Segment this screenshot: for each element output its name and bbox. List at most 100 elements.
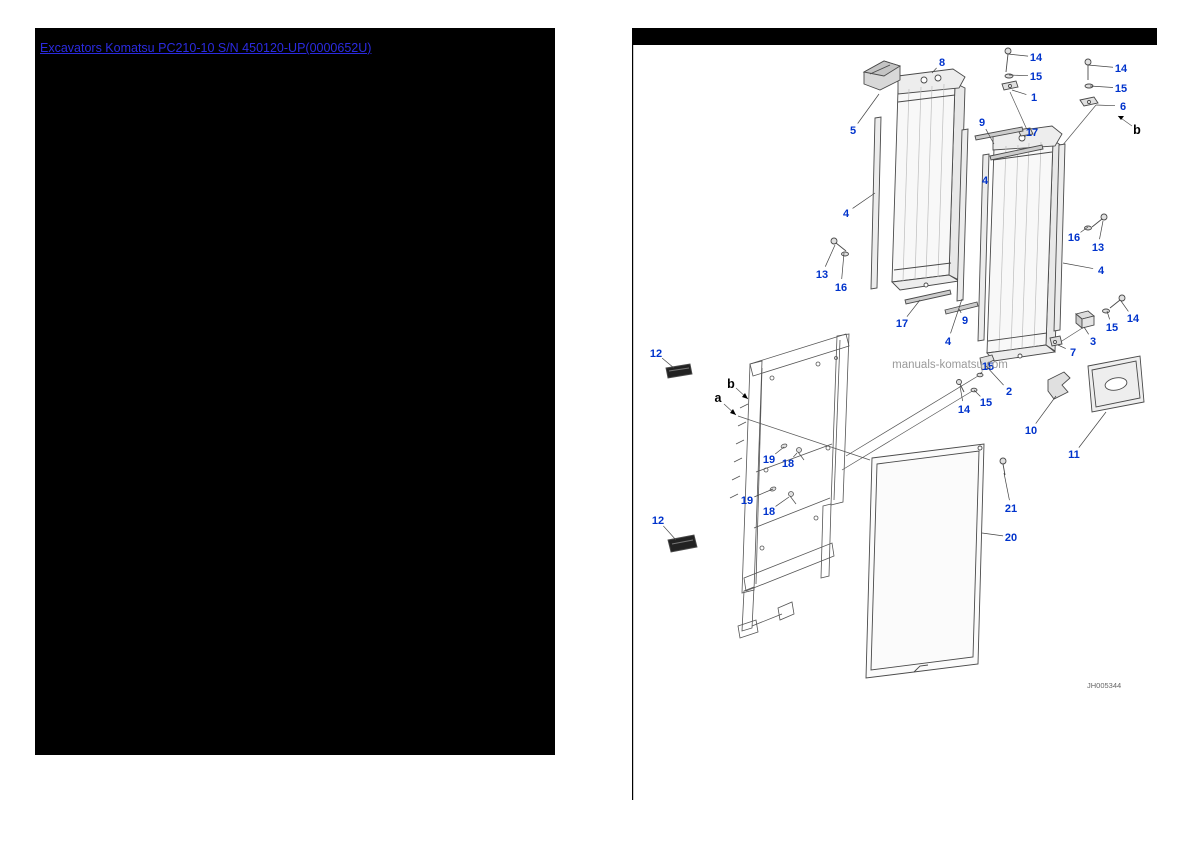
- callout-leader-line: [979, 371, 983, 375]
- callout-leader-line: [985, 365, 1004, 386]
- bracket-2: [979, 354, 995, 371]
- part-callout-14: 14: [1127, 313, 1140, 325]
- callout-leader-line: [1120, 300, 1129, 312]
- part-callout-15: 15: [982, 361, 994, 373]
- washer-icon: [1004, 73, 1014, 79]
- part-callout-13: 13: [1092, 242, 1104, 254]
- figure-code: JH005344: [1087, 681, 1121, 690]
- view-arrow-label-b: b: [1133, 123, 1141, 137]
- mounting-frame: [729, 333, 850, 639]
- seal-strips-diagonal: [904, 126, 1044, 315]
- part-callout-4: 4: [843, 208, 850, 220]
- part-callout-12: 12: [652, 515, 664, 527]
- callout-leader-line: [661, 357, 675, 369]
- part-callout-16: 16: [1068, 232, 1080, 244]
- radiator-core-right: [986, 125, 1063, 362]
- part-callout-19: 19: [763, 454, 775, 466]
- fasteners: [830, 47, 1126, 476]
- sponge-seals: [665, 363, 698, 553]
- callout-leader-line: [1078, 411, 1107, 448]
- callout-leader-line: [857, 93, 880, 124]
- callout-leader-line: [1057, 344, 1066, 349]
- part-callout-18: 18: [763, 506, 775, 518]
- part-callout-19: 19: [741, 495, 753, 507]
- callout-leader-line: [1011, 89, 1027, 95]
- callout-leader-line: [931, 67, 937, 74]
- part-callout-15: 15: [1030, 71, 1042, 83]
- bracket-and-cover: [1047, 355, 1145, 413]
- manual-title-link[interactable]: Excavators Komatsu PC210-10 S/N 450120-U…: [40, 41, 372, 55]
- leader-lines: [661, 53, 1129, 541]
- part-callout-17: 17: [896, 318, 908, 330]
- part-callout-21: 21: [1005, 503, 1017, 515]
- bolt-icon: [1004, 47, 1012, 55]
- view-arrowheads: [730, 116, 1124, 415]
- bolt-icon: [956, 379, 962, 385]
- callout-leader-line: [852, 192, 876, 209]
- part-callout-15: 15: [980, 397, 992, 409]
- bolt-icon: [1084, 58, 1092, 66]
- callout-leader-line: [1007, 53, 1029, 57]
- radiator-core-left: [891, 68, 966, 291]
- callout-leader-line: [793, 452, 798, 458]
- part-callout-14: 14: [958, 404, 971, 416]
- callout-leader-line: [906, 299, 921, 317]
- part-callout-16: 16: [835, 282, 847, 294]
- callout-leader-line: [754, 488, 774, 498]
- view-arrow-label-b: b: [727, 377, 735, 391]
- washer-icon: [976, 372, 984, 378]
- mount-box-and-clamp: [1049, 310, 1095, 347]
- callout-leader-line: [1089, 85, 1114, 88]
- part-callout-12: 12: [650, 348, 662, 360]
- exploded-parts-diagram: 14151141568917b5441613413161415179374121…: [632, 28, 1157, 800]
- left-black-panel: Excavators Komatsu PC210-10 S/N 450120-U…: [35, 28, 555, 755]
- bolt-icon: [1118, 294, 1126, 302]
- part-callout-11: 11: [1068, 449, 1080, 461]
- part-callout-5: 5: [850, 125, 856, 137]
- part-callout-9: 9: [979, 117, 985, 129]
- watermark-text: manuals-komatsu.com: [892, 359, 1008, 371]
- callout-leader-line: [959, 385, 963, 402]
- callout-leader-line: [663, 525, 677, 541]
- reservoir-cap: [862, 60, 902, 91]
- part-callout-13: 13: [816, 269, 828, 281]
- top-black-bar: [632, 28, 1157, 45]
- panel-left-border: [632, 45, 634, 800]
- callout-leader-line: [1008, 74, 1029, 77]
- callout-leader-line: [1087, 64, 1114, 68]
- part-callout-9: 9: [962, 315, 968, 327]
- part-callout-2: 2: [1006, 386, 1012, 398]
- part-callout-7: 7: [1070, 347, 1076, 359]
- callout-leader-line: [824, 244, 836, 267]
- callout-leader-line: [1003, 472, 1010, 501]
- callout-leader-line: [985, 128, 995, 145]
- callout-leader-line: [1095, 104, 1116, 107]
- side-seal-strips: [870, 116, 1066, 342]
- callout-leader-line: [1035, 395, 1057, 424]
- callout-leader-line: [958, 308, 962, 314]
- washer-icon: [841, 251, 849, 257]
- washer-icon: [1084, 225, 1092, 231]
- part-callout-4: 4: [945, 336, 952, 348]
- bolt-icon: [830, 237, 838, 245]
- callout-leader-line: [1099, 220, 1104, 240]
- part-callout-4: 4: [982, 175, 989, 187]
- callout-leader-line: [1062, 262, 1094, 269]
- callout-leader-line: [950, 298, 963, 334]
- callout-leader-line: [973, 389, 981, 397]
- callout-leader-line: [981, 532, 1004, 537]
- part-callout-15: 15: [1115, 83, 1127, 95]
- part-callout-15: 15: [1106, 322, 1118, 334]
- part-callout-10: 10: [1025, 425, 1037, 437]
- part-callout-20: 20: [1005, 532, 1017, 544]
- part-callout-3: 3: [1090, 336, 1096, 348]
- callout-leader-line: [841, 252, 845, 280]
- part-callout-14: 14: [1030, 52, 1043, 64]
- callout-leader-line: [1083, 326, 1089, 335]
- callout-leader-line: [1080, 226, 1089, 233]
- bracket-10: [1047, 371, 1071, 400]
- washer-icon: [1102, 308, 1110, 314]
- bolt-icon: [796, 447, 802, 453]
